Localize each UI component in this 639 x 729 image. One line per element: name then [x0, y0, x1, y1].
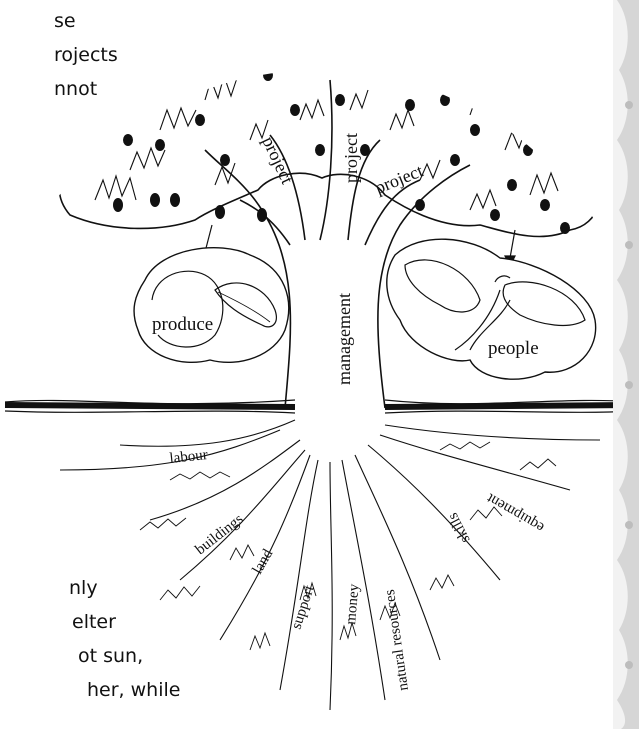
root-label: natural resources — [382, 588, 412, 691]
trunk-label: management — [334, 293, 354, 385]
tree-roots — [59, 419, 601, 711]
produce-label: produce — [152, 314, 213, 335]
root-label: money — [343, 583, 363, 626]
root-label: labour — [169, 447, 209, 467]
decorative-border — [613, 0, 639, 729]
tree-trunk — [204, 79, 471, 409]
people-label: people — [488, 338, 539, 359]
root-label: land — [250, 546, 277, 577]
body-text-top: se rojects nnot — [54, 4, 118, 106]
root-label: equipment — [483, 489, 547, 535]
tree-canopy — [58, 70, 600, 238]
branch-label: project — [258, 133, 297, 187]
text-line: ot sun, — [78, 645, 144, 667]
produce-bubble: produce — [133, 247, 290, 364]
text-line: rojects — [54, 44, 118, 66]
root-label: buildings — [193, 511, 247, 558]
body-text-bottom: nly elter ot sun, her, while — [69, 571, 180, 707]
text-line: nnot — [54, 78, 98, 100]
root-label: skills — [445, 510, 474, 546]
branch-label: project — [341, 133, 361, 183]
text-line: her, while — [87, 679, 181, 701]
people-bubble: people — [386, 238, 597, 380]
ground-line — [4, 399, 636, 414]
text-line: elter — [72, 611, 116, 633]
text-line: se — [54, 10, 76, 32]
text-line: nly — [69, 577, 98, 599]
root-label: support — [289, 583, 318, 632]
